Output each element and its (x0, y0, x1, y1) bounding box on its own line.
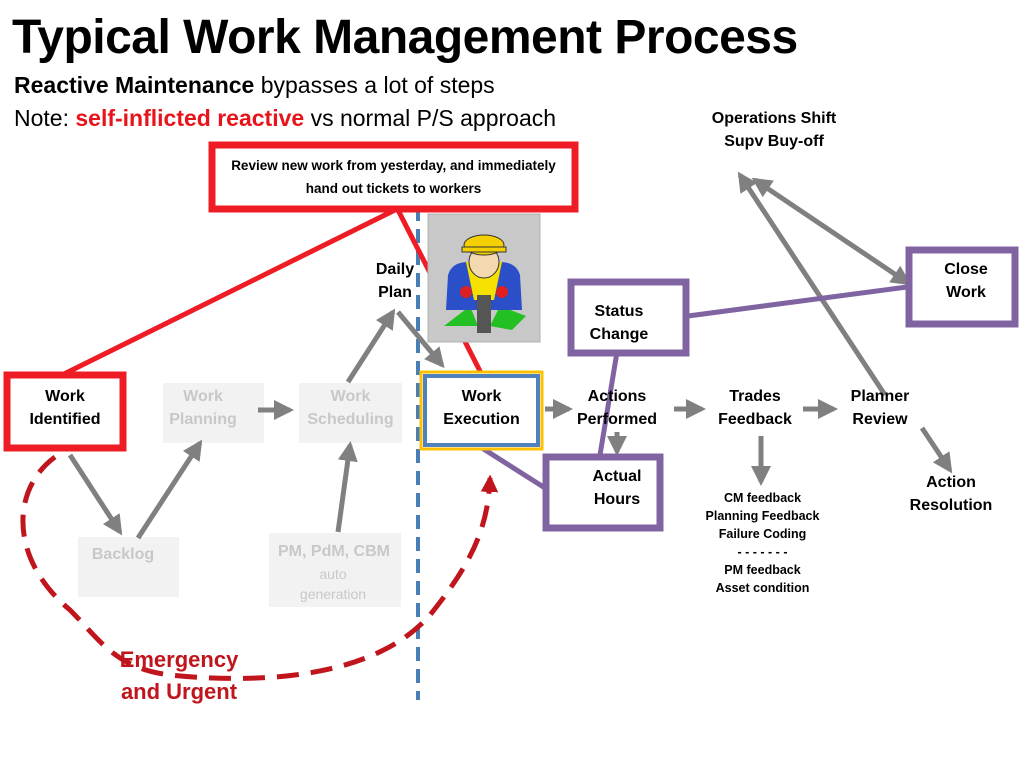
close-work-box (905, 246, 1019, 328)
arrow-scheduling-to-daily-plan (345, 308, 396, 384)
work-scheduling-label: Work Scheduling (307, 388, 394, 428)
backlog-box (78, 537, 179, 597)
worker-icon (427, 213, 541, 343)
subtitle-reactive: Reactive Maintenance bypasses a lot of s… (14, 72, 495, 99)
page-title: Typical Work Management Process (12, 11, 798, 64)
status-change-box (567, 278, 690, 357)
pm-box (269, 533, 401, 607)
subtitle-reactive-rest: bypasses a lot of steps (254, 72, 495, 98)
work-planning-box (163, 383, 264, 443)
emergency-dashed-loop (20, 454, 499, 681)
arrow-operations-close-work (751, 177, 912, 286)
connector-status-to-close (687, 284, 908, 319)
feedback-note: CM feedback (723, 491, 802, 505)
arrow-planner-to-operations (737, 171, 888, 397)
operations-label: Operations Shift Supv Buy-off (711, 110, 837, 150)
actual-hours-box (542, 453, 664, 532)
close-work-label: Close Work (944, 261, 988, 301)
work-execution-label: Work Execution (443, 388, 520, 428)
trades-feedback-label: Trades Feedback (718, 388, 792, 428)
arrow-identified-to-backlog (67, 453, 123, 536)
connector-execution-to-hours (480, 445, 547, 491)
subtitle-note-highlight: self-inflicted reactive (75, 105, 305, 131)
work-identified-label: Work Identified (29, 388, 101, 428)
subtitle-note: Note: self-inflicted reactive vs normal … (14, 105, 556, 132)
connector-status-to-hours (597, 351, 620, 456)
pm-label: PM, PdM, CBM (278, 543, 390, 560)
feedback-note: Planning Feedback (705, 509, 820, 523)
feedback-note: PM feedback (724, 563, 801, 577)
feedback-note: Asset condition (715, 581, 810, 595)
actions-performed-label: Actions Performed (576, 388, 658, 428)
subtitle-reactive-bold: Reactive Maintenance (14, 72, 255, 98)
callout-text: Review new work from yesterday, and imme… (231, 158, 556, 196)
subtitle-note-prefix: Note: (14, 105, 76, 131)
emergency-label: Emergency and Urgent (119, 647, 239, 704)
arrow-planner-to-resolution (919, 426, 953, 474)
status-change-label: Status Change (589, 303, 649, 343)
subtitle-note-suffix: vs normal P/S approach (304, 105, 557, 131)
planner-review-label: Planner Review (850, 388, 910, 428)
work-scheduling-box (299, 383, 402, 443)
arrow-pm-to-scheduling (335, 441, 358, 533)
backlog-label: Backlog (91, 546, 155, 563)
actual-hours-label: Actual Hours (592, 468, 642, 508)
action-resolution-label: Action Resolution (909, 474, 993, 514)
arrow-backlog-to-planning (135, 439, 203, 540)
feedback-notes: CM feedback Planning Feedback Failure Co… (690, 489, 835, 597)
work-execution-box (423, 374, 540, 447)
arrow-daily-plan-to-execution (396, 310, 445, 369)
daily-plan-label: Daily Plan (375, 261, 415, 301)
feedback-note: - - - - - - - (737, 545, 788, 559)
pm-sub-label: auto generation (299, 566, 367, 602)
callout-connector-left (60, 207, 397, 378)
work-identified-box (3, 371, 127, 452)
work-planning-label: Work Planning (169, 388, 237, 428)
callout-box (208, 141, 579, 213)
feedback-note: Failure Coding (718, 527, 807, 541)
